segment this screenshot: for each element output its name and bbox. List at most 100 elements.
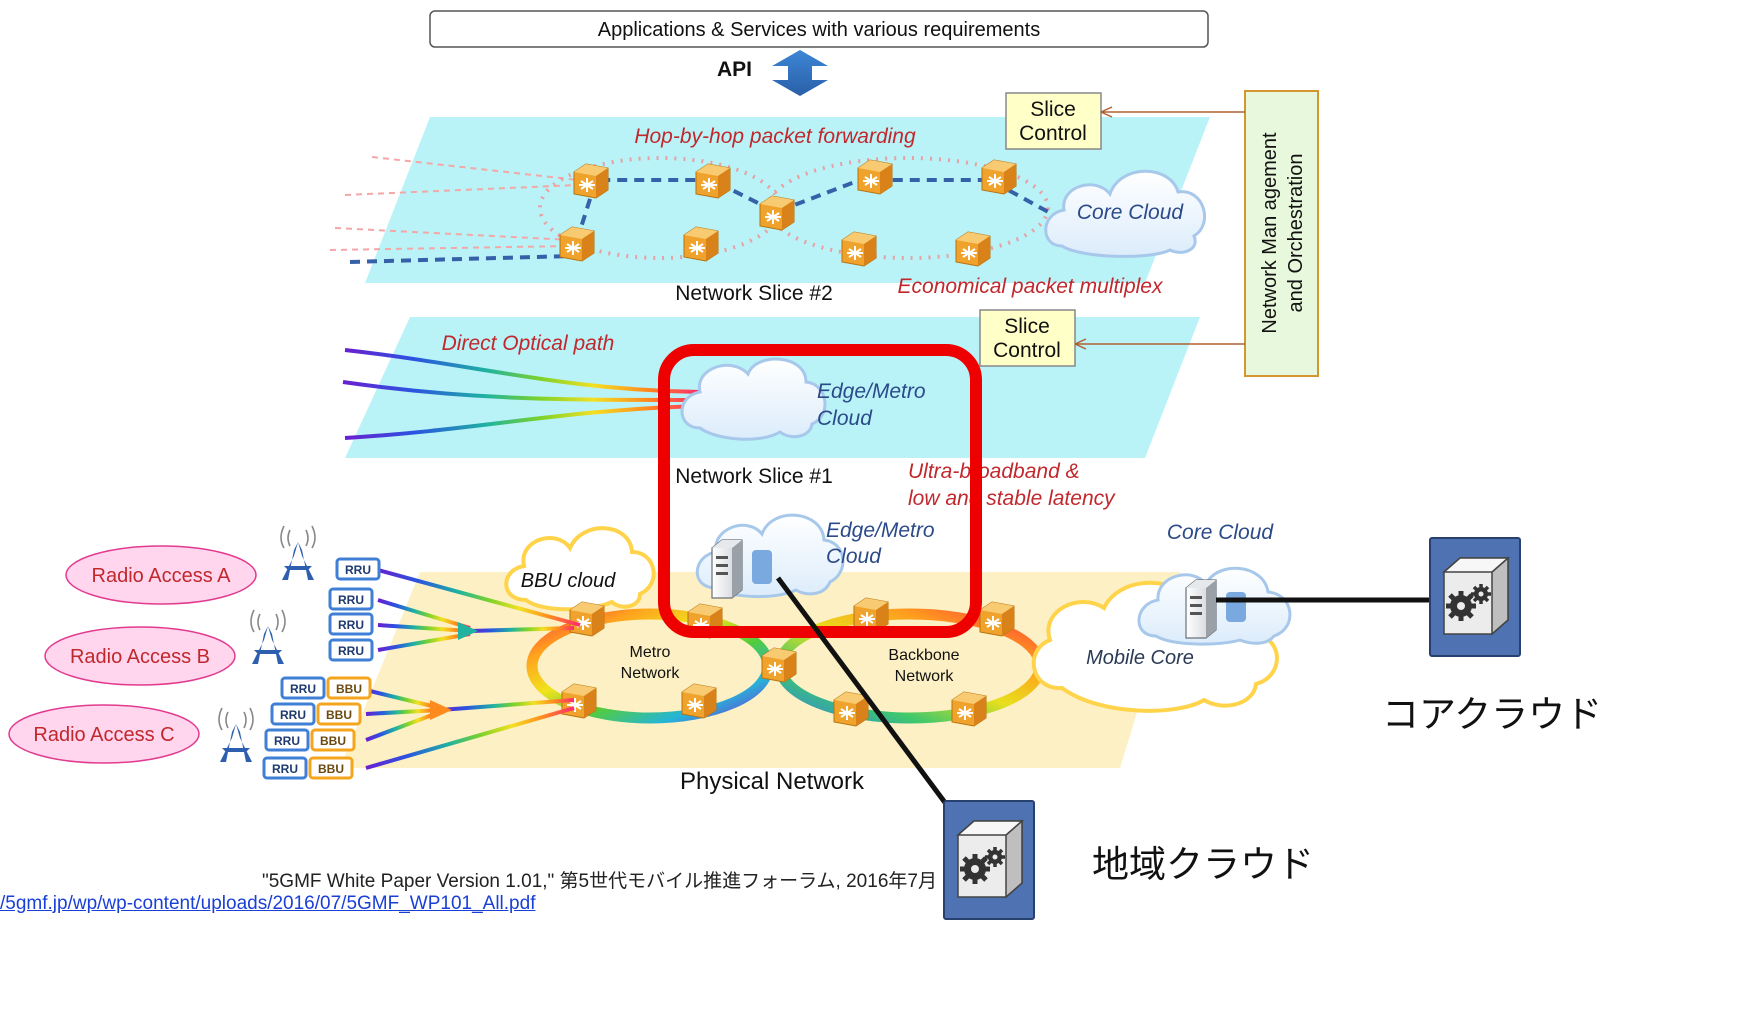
mobile-core-label: Mobile Core (1086, 647, 1194, 669)
radio-access-b (44, 626, 236, 686)
rru-box (335, 557, 381, 581)
router-icon (857, 159, 893, 195)
slice1-name: Network Slice #1 (675, 465, 833, 488)
bbu-label: BBU (326, 708, 352, 722)
control-arrowhead (1074, 338, 1087, 350)
rru-box (262, 756, 308, 780)
rru-label: RRU (272, 762, 298, 776)
rru-label: RRU (290, 682, 316, 696)
nmo-line1: Network Man agement (1259, 132, 1281, 334)
radio-access-c-label: Radio Access C (33, 724, 174, 746)
regional-cloud-gear-icon (944, 801, 1034, 919)
core-cloud-icon (1044, 169, 1206, 258)
radio-access-a-label: Radio Access A (92, 565, 232, 587)
router-icon (559, 226, 595, 262)
nmo-line2: and Orchestration (1285, 154, 1307, 313)
applications-box (429, 10, 1209, 48)
slice-control-line2: Control (1019, 122, 1087, 145)
bbu-box (326, 676, 372, 700)
slice1-edge-cloud-l1: Edge/Metro (817, 380, 926, 403)
slice-control-box (1005, 92, 1102, 150)
router-icon (951, 691, 987, 727)
server-icon (1185, 579, 1217, 639)
antenna-tower-icon (280, 525, 316, 581)
physical-network-name: Physical Network (680, 768, 865, 795)
rru-label: RRU (338, 644, 364, 658)
econ-label: Economical packet multiplex (898, 275, 1164, 298)
router-icon (955, 231, 991, 267)
optical-label: Direct Optical path (442, 332, 615, 355)
physical-core-cloud-label: Core Cloud (1167, 521, 1275, 544)
bbu-label: BBU (318, 762, 344, 776)
edge-cloud-icon (680, 357, 827, 441)
slice-control-line2: Control (993, 339, 1061, 362)
rru-box (280, 676, 326, 700)
bbu-box (308, 756, 354, 780)
slice2-path (349, 178, 1053, 264)
merge-arrow-icon (458, 622, 478, 640)
ultra-label-l1: Ultra-broadband & (908, 460, 1080, 483)
core-cloud-jp-label: コアクラウド (1382, 693, 1603, 736)
bbu-cloud-icon (504, 526, 656, 612)
bbu-box (310, 728, 356, 752)
server-icon (711, 539, 743, 599)
metro-label-l1: Metro (630, 644, 671, 661)
slice1-edge-cloud-l2: Cloud (817, 407, 873, 430)
backbone-label-l2: Network (895, 668, 955, 685)
router-icon (761, 647, 797, 683)
router-icon (759, 195, 795, 231)
slice-control-line1: Slice (1004, 315, 1050, 338)
storage-icon (752, 550, 772, 584)
slice2-incoming-links (329, 156, 579, 251)
rru-box (264, 728, 310, 752)
slice2-name: Network Slice #2 (675, 282, 833, 305)
router-icon (833, 691, 869, 727)
rru-bbu-group: RRU RRU RRU RRU RRU BBU RRU BBU RRU BBU … (262, 557, 381, 780)
bbu-label: BBU (336, 682, 362, 696)
backbone-label-l1: Backbone (888, 647, 959, 664)
applications-label: Applications & Services with various req… (598, 19, 1040, 41)
router-icon (981, 159, 1017, 195)
fronthaul-links (365, 568, 581, 770)
rru-label: RRU (338, 618, 364, 632)
router-icon (979, 601, 1015, 637)
rru-box (328, 612, 374, 636)
slice2-core-cloud-label: Core Cloud (1077, 201, 1185, 224)
bbu-cloud-label: BBU cloud (521, 570, 616, 592)
radio-access-c (8, 704, 200, 764)
rru-label: RRU (274, 734, 300, 748)
api-arrow-icon (772, 50, 828, 96)
router-icon (569, 601, 605, 637)
optical-paths (342, 348, 701, 440)
merge-arrow-icon (430, 700, 452, 720)
nmo-box (1244, 90, 1319, 377)
router-icon (683, 226, 719, 262)
antenna-tower-icon (250, 609, 286, 665)
regional-connector-line (775, 576, 955, 814)
router-icon (841, 231, 877, 267)
regional-cloud-jp-label: 地域クラウド (1092, 843, 1314, 886)
slice-control-box (979, 309, 1076, 367)
rru-box (328, 638, 374, 662)
bbu-box (316, 702, 362, 726)
core-cloud-gear-icon (1430, 538, 1520, 656)
bbu-label: BBU (320, 734, 346, 748)
router-icon (573, 163, 609, 199)
router-icon (695, 163, 731, 199)
citation-text: "5GMF White Paper Version 1.01," 第5世代モバイ… (262, 871, 937, 892)
slice-control-line1: Slice (1030, 98, 1076, 121)
physical-edge-cloud-l2: Cloud (826, 545, 882, 568)
rru-box (328, 587, 374, 611)
radio-access-b-label: Radio Access B (70, 646, 210, 668)
ultra-label-l2: low and stable latency (908, 487, 1116, 510)
storage-icon (1226, 592, 1246, 622)
control-arrowhead (1100, 106, 1113, 118)
router-icon (681, 683, 717, 719)
rru-label: RRU (280, 708, 306, 722)
radio-access-a (65, 545, 257, 605)
metro-label-l2: Network (621, 665, 681, 682)
citation-link[interactable]: /5gmf.jp/wp/wp-content/uploads/2016/07/5… (0, 893, 536, 914)
hop-label: Hop-by-hop packet forwarding (634, 125, 916, 148)
